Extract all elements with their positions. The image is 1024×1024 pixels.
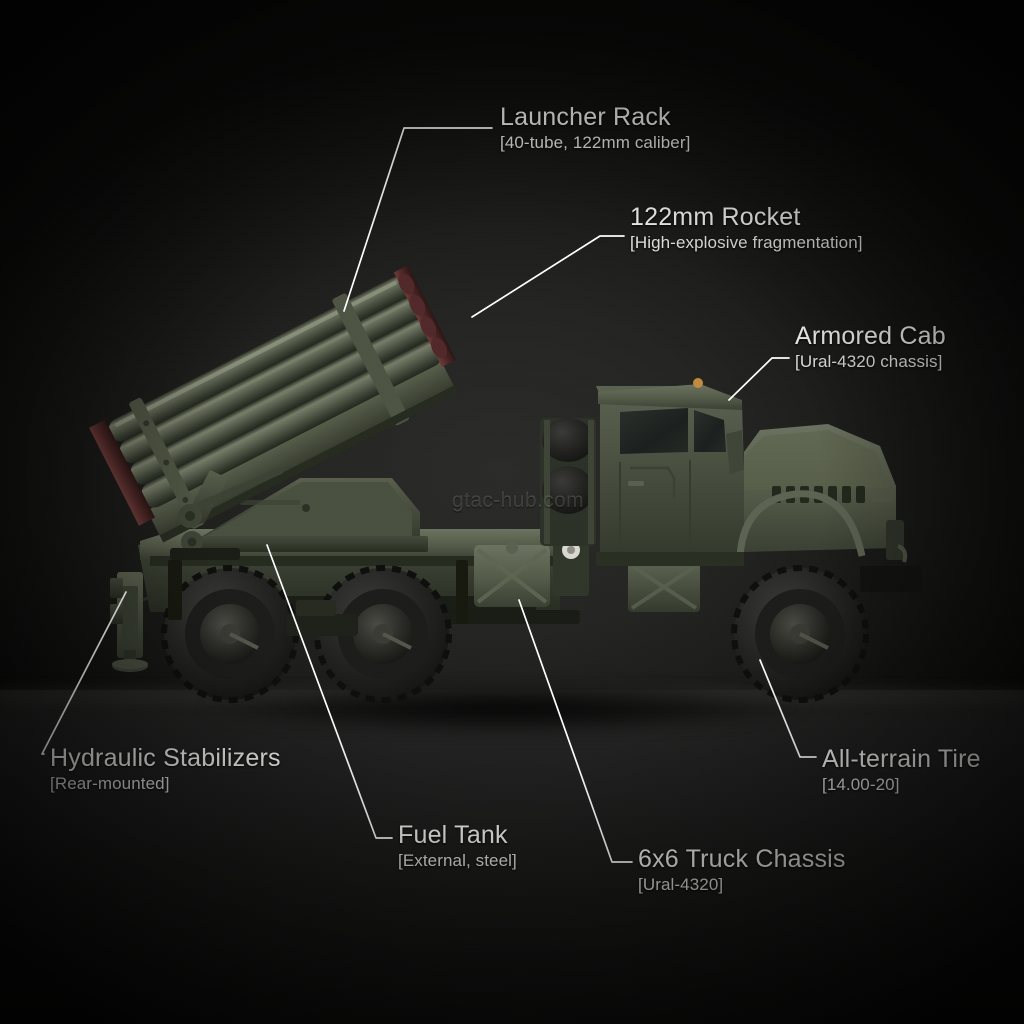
callout-title: Fuel Tank <box>398 821 508 849</box>
callout-all-terrain-tire: All-terrain Tire [14.00-20] <box>822 745 981 795</box>
callout-title: Launcher Rack <box>500 103 671 131</box>
callout-title: Armored Cab <box>795 322 946 350</box>
fuel-tank-part <box>474 542 550 607</box>
mudflap <box>456 560 468 624</box>
watermark: gtac-hub.com <box>452 489 585 512</box>
callout-title: All-terrain Tire <box>822 745 981 773</box>
callout-title: 6x6 Truck Chassis <box>638 845 846 873</box>
callout-truck-chassis: 6x6 Truck Chassis [Ural-4320] <box>638 845 846 895</box>
callout-title: 122mm Rocket <box>630 203 801 231</box>
armored-cab-part <box>596 378 922 592</box>
callout-rocket: 122mm Rocket [High-explosive fragmentatio… <box>630 203 863 253</box>
stowage-box <box>628 562 700 612</box>
callout-subtitle: [14.00-20] <box>822 775 900 794</box>
callout-launcher-rack: Launcher Rack [40-tube, 122mm caliber] <box>500 103 690 153</box>
all-terrain-tire-part <box>731 565 869 703</box>
spare-tire <box>540 418 596 546</box>
callout-title: Hydraulic Stabilizers <box>50 744 281 772</box>
callout-subtitle: [Ural-4320 chassis] <box>795 352 943 371</box>
mudflap <box>168 560 182 620</box>
callout-fuel-tank: Fuel Tank [External, steel] <box>398 821 517 871</box>
callout-armored-cab: Armored Cab [Ural-4320 chassis] <box>795 322 946 372</box>
callout-subtitle: [Rear-mounted] <box>50 774 170 793</box>
callout-subtitle: [Ural-4320] <box>638 875 724 894</box>
callout-hydraulic-stabilizers: Hydraulic Stabilizers [Rear-mounted] <box>50 744 281 794</box>
callout-subtitle: [High-explosive fragmentation] <box>630 233 863 252</box>
callout-subtitle: [40-tube, 122mm caliber] <box>500 133 691 152</box>
callout-subtitle: [External, steel] <box>398 851 517 870</box>
all-terrain-tire-part <box>161 565 299 703</box>
